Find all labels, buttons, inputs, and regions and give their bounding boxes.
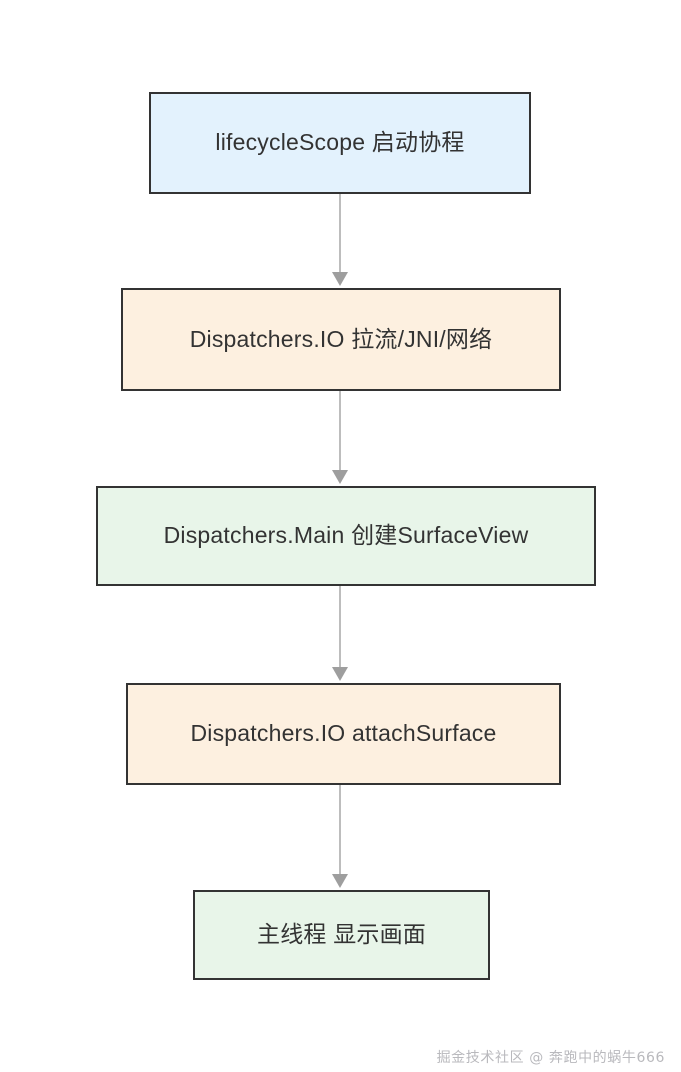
edge-io-attach-to-main-show xyxy=(332,785,348,888)
node-label: Dispatchers.IO 拉流/JNI/网络 xyxy=(189,325,493,352)
edge-io-pull-to-main-surf xyxy=(332,391,348,484)
node-main-thread-display[interactable]: 主线程 显示画面 xyxy=(193,890,490,980)
watermark: 掘金技术社区 @ 奔跑中的蜗牛666 xyxy=(436,1050,665,1066)
node-lifecyclescope-start[interactable]: lifecycleScope 启动协程 xyxy=(149,92,531,194)
node-label: Dispatchers.Main 创建SurfaceView xyxy=(163,522,529,549)
node-dispatchers-io-pull[interactable]: Dispatchers.IO 拉流/JNI/网络 xyxy=(121,288,561,391)
edge-start-to-io-pull xyxy=(332,194,348,286)
node-label: lifecycleScope 启动协程 xyxy=(215,129,465,156)
node-label: 主线程 显示画面 xyxy=(257,921,426,948)
edge-main-surf-to-io-attach xyxy=(332,586,348,681)
node-label: Dispatchers.IO attachSurface xyxy=(190,720,497,747)
node-dispatchers-main-create-surfaceview[interactable]: Dispatchers.Main 创建SurfaceView xyxy=(96,486,596,586)
node-dispatchers-io-attachsurface[interactable]: Dispatchers.IO attachSurface xyxy=(126,683,561,785)
